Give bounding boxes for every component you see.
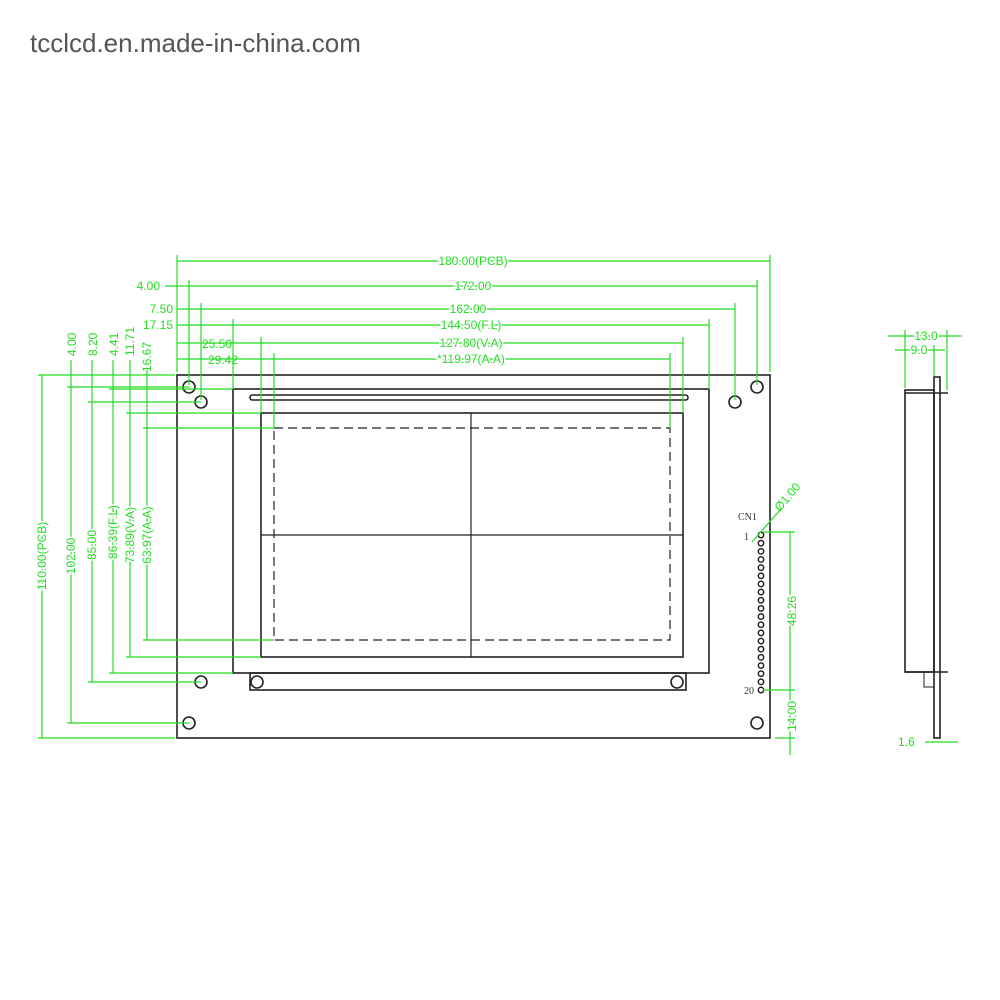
mounting-hole <box>750 716 764 730</box>
dim-offset-29-42: 29.42 <box>208 353 238 367</box>
pin-20-label: 20 <box>744 686 754 697</box>
mounting-hole <box>250 675 264 689</box>
connector-pin <box>757 556 765 563</box>
connector-pin <box>757 662 765 669</box>
dim-connector-bottom: 14.00 <box>785 701 799 731</box>
connector-pin <box>757 588 765 596</box>
vertical-dimensions: 110.00(PCB) 102.00 85.00 86.39(F.L) 73.8… <box>34 327 274 739</box>
dim-v-offset-4-41: 4.41 <box>107 332 121 356</box>
connector-pin <box>757 539 765 547</box>
connector-pin <box>757 670 765 678</box>
active-area <box>273 427 671 641</box>
front-view: CN1 1 20 <box>176 374 771 739</box>
connector-pin <box>757 564 765 572</box>
connector-pin <box>757 580 765 588</box>
connector-pin <box>757 596 765 604</box>
dim-frame-height: 86.39(F.L) <box>106 505 120 559</box>
connector-pin <box>757 621 765 629</box>
dim-pcb-height: 110.00(PCB) <box>35 522 49 590</box>
watermark: tcclcd.en.made-in-china.com <box>30 28 361 58</box>
connector-pin <box>757 613 765 621</box>
dim-v-offset-8-2: 8.20 <box>86 332 100 356</box>
dim-module-thickness: 9.0 <box>911 343 928 357</box>
connector-pin <box>757 653 765 661</box>
dim-offset-17-15: 17.15 <box>143 318 173 332</box>
dim-total-thickness: 13.0 <box>914 329 938 343</box>
connector-name: CN1 <box>738 512 757 523</box>
dim-active-area-width: *119.97(A.A) <box>437 352 505 366</box>
dim-offset-7-5: 7.50 <box>150 302 174 316</box>
dim-hole-pitch-inner-v: 85.00 <box>85 530 99 560</box>
module-body <box>904 389 935 673</box>
connector-dimensions: 48.26 14.00 Ø1.00 <box>751 480 804 755</box>
mounting-hole <box>670 675 684 689</box>
dim-active-area-height: 63.97(A.A) <box>140 506 154 563</box>
connector-pin <box>757 678 765 686</box>
dim-v-offset-11-71: 11.71 <box>123 327 137 356</box>
dim-hole-diameter: Ø1.00 <box>772 480 804 514</box>
connector-pin <box>757 572 765 580</box>
connector-pin <box>757 645 765 653</box>
connector-pin <box>757 686 765 694</box>
dim-hole-pitch-outer-h: 172.00 <box>455 279 492 293</box>
glass-slot <box>249 394 689 401</box>
horizontal-dimensions: 180.00(PCB) 172.00 162.00 144.50(F.L) 12… <box>137 253 771 428</box>
dim-hole-pitch-inner-h: 162.00 <box>450 302 487 316</box>
pcb-outline <box>176 374 771 739</box>
side-view: 13.0 9.0 1.6 <box>888 328 962 749</box>
dim-pcb-width: 180.00(PCB) <box>438 254 507 268</box>
connector-pin <box>757 604 765 612</box>
dim-v-offset-16-67: 16.67 <box>140 342 154 372</box>
dim-frame-width: 144.50(F.L) <box>441 318 502 332</box>
connector-pin <box>757 637 765 645</box>
bottom-bar <box>249 672 687 691</box>
side-pcb <box>933 376 941 739</box>
connector-pin <box>757 547 765 555</box>
dim-v-offset-4: 4.00 <box>65 332 79 356</box>
dim-pcb-thickness: 1.6 <box>898 735 915 749</box>
dim-view-area-height: 73.89(V.A) <box>123 507 137 563</box>
dim-view-area-width: 127.80(V.A) <box>440 336 503 350</box>
pin-1-label: 1 <box>744 532 749 543</box>
dim-offset-25-5: 25.50 <box>202 337 232 351</box>
connector-pin <box>757 629 765 637</box>
dim-hole-pitch-outer-v: 102.00 <box>64 537 78 574</box>
dim-pin-span: 48.26 <box>785 596 799 626</box>
dim-offset-4: 4.00 <box>137 279 161 293</box>
